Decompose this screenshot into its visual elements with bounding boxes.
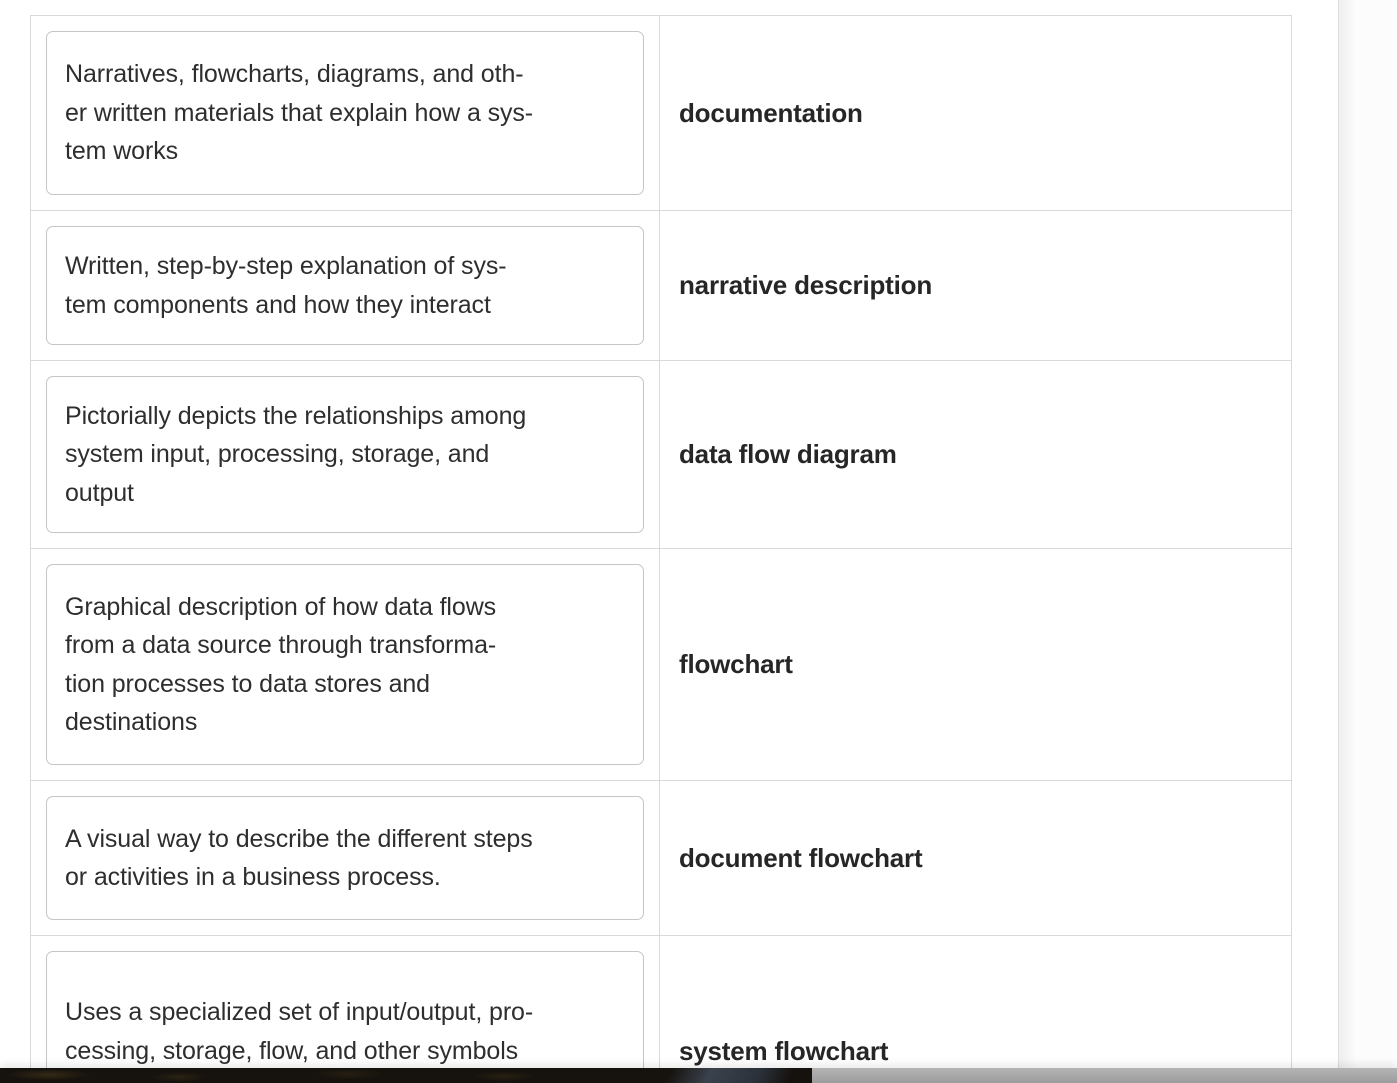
term-cell: narrative description <box>660 211 1291 360</box>
term-cell: documentation <box>660 16 1291 210</box>
match-row: A visual way to describe the different s… <box>31 781 1291 936</box>
description-cell: Narratives, flowcharts, diagrams, and ot… <box>31 16 660 210</box>
term-label: documentation <box>679 97 863 128</box>
content-area: Narratives, flowcharts, diagrams, and ot… <box>30 15 1292 1083</box>
bottom-media-strip <box>0 1068 1397 1083</box>
description-card[interactable]: Pictorially depicts the relationships am… <box>46 376 644 533</box>
description-card[interactable]: Written, step-by-step explanation of sys… <box>46 226 644 345</box>
description-cell: A visual way to describe the different s… <box>31 781 660 935</box>
description-card[interactable]: Uses a specialized set of input/output, … <box>46 951 644 1083</box>
description-text: Narratives, flowcharts, diagrams, and ot… <box>65 60 534 166</box>
term-cell: system flowchart <box>660 936 1291 1083</box>
description-cell: Written, step-by-step explanation of sys… <box>31 211 660 360</box>
term-label: flowchart <box>679 649 793 679</box>
match-row: Uses a specialized set of input/output, … <box>31 936 1291 1083</box>
media-gray-strip <box>812 1068 1397 1083</box>
match-row: Pictorially depicts the relationships am… <box>31 361 1291 549</box>
page-edge-gutter <box>1338 0 1397 1083</box>
description-card[interactable]: Narratives, flowcharts, diagrams, and ot… <box>46 31 644 195</box>
description-card[interactable]: A visual way to describe the different s… <box>46 796 644 920</box>
term-cell: data flow diagram <box>660 361 1291 548</box>
matching-table: Narratives, flowcharts, diagrams, and ot… <box>30 15 1292 1083</box>
match-row: Narratives, flowcharts, diagrams, and ot… <box>31 16 1291 211</box>
term-label: data flow diagram <box>679 439 897 469</box>
match-row: Graphical description of how data flows … <box>31 549 1291 781</box>
term-label: narrative description <box>679 270 932 300</box>
term-label: system flowchart <box>679 1035 889 1066</box>
description-text: Written, step-by-step explanation of sys… <box>65 252 507 319</box>
term-cell: document flowchart <box>660 781 1291 935</box>
description-card[interactable]: Graphical description of how data flows … <box>46 564 644 765</box>
description-cell: Graphical description of how data flows … <box>31 549 660 780</box>
description-text: A visual way to describe the different s… <box>65 824 533 892</box>
description-text: Graphical description of how data flows … <box>65 592 497 737</box>
description-text: Pictorially depicts the relationships am… <box>65 401 527 507</box>
term-label: document flowchart <box>679 842 923 873</box>
description-cell: Pictorially depicts the relationships am… <box>31 361 660 548</box>
term-cell: flowchart <box>660 549 1291 780</box>
description-cell: Uses a specialized set of input/output, … <box>31 936 660 1083</box>
media-thumbnail-strip <box>0 1068 812 1083</box>
match-row: Written, step-by-step explanation of sys… <box>31 211 1291 361</box>
